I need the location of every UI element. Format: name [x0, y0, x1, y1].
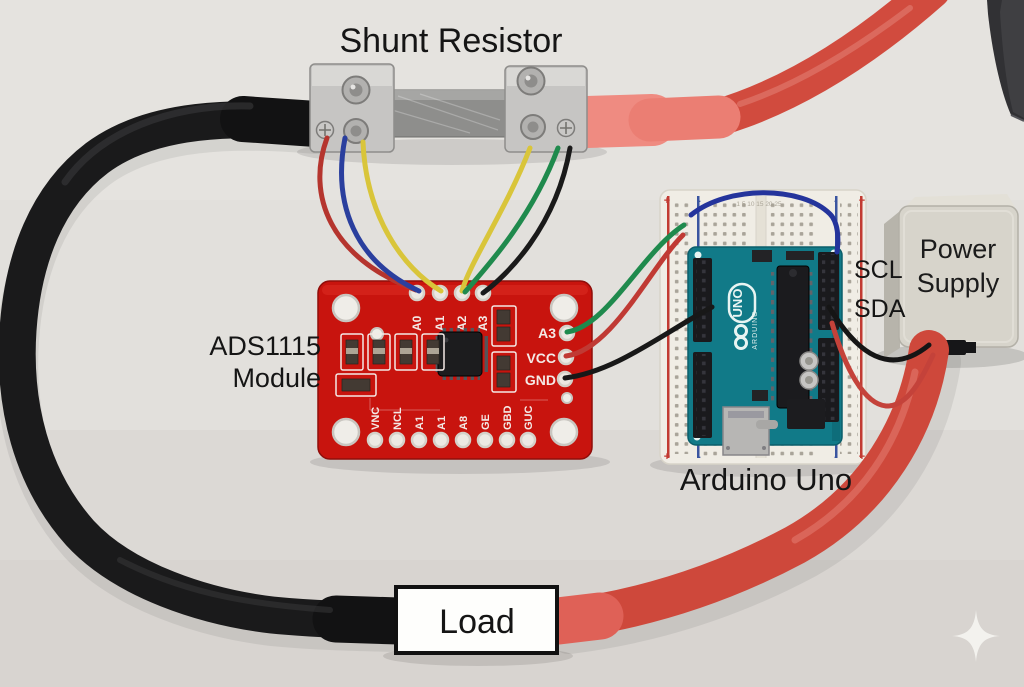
sense-wire-black: [480, 145, 573, 296]
pin-label-a2: A2: [455, 315, 469, 331]
bpin-5: GE: [480, 414, 492, 430]
bpin-1: NCL: [392, 407, 404, 430]
pin-label-a3: A3: [476, 315, 490, 331]
rail-plus: +: [664, 451, 670, 463]
wire-green-ads-to-rail: [564, 222, 687, 335]
pin-label-vcc: VCC: [526, 350, 556, 366]
shunt-resistor-label: Shunt Resistor: [340, 22, 563, 60]
top-pin-holes: [408, 284, 492, 302]
power-supply-label-line2: Supply: [917, 268, 1000, 298]
arduino-board: UNO ARDUINO: [687, 246, 843, 456]
ads1115-label-line1: ADS1115: [209, 331, 321, 361]
shunt-left-terminal: [309, 63, 395, 153]
sense-wires: [317, 135, 573, 296]
ads1115-ic-chip: [432, 328, 488, 380]
rail-minus: -: [697, 195, 701, 207]
arduino-uno-label: Arduino Uno: [680, 462, 852, 497]
capacitors: [799, 351, 819, 390]
sense-wire-yellow-left: [360, 139, 444, 294]
rail-minus: -: [697, 451, 701, 463]
bpin-0: VNC: [370, 407, 382, 430]
pin-label-a1: A1: [433, 315, 447, 331]
bpin-2: A1: [414, 416, 426, 430]
sparkle-icon: [952, 610, 1000, 662]
rail-line-red-left: [667, 196, 670, 458]
dark-object-corner: [987, 0, 1024, 122]
power-supply-box: Power Supply: [884, 194, 1019, 358]
pin-label-side-0: A3: [538, 325, 556, 341]
load-label: Load: [439, 603, 515, 641]
hookup-wires: [562, 190, 936, 409]
sense-wire-yellow-right: [459, 145, 533, 294]
pin-label-gnd: GND: [525, 372, 556, 388]
bpin-6: GBD: [502, 406, 514, 431]
load-label-box: Load: [394, 585, 559, 655]
smd-components: [335, 305, 517, 397]
arduino-brand-text: ARDUINO: [752, 310, 759, 349]
red-supply-cable-top: [561, 0, 948, 148]
rail-minus: -: [834, 195, 838, 207]
wire-red-vcc-to-rail: [563, 232, 686, 359]
power-supply-label-line1: Power: [920, 234, 997, 264]
bpin-7: GUC: [523, 406, 535, 431]
rail-plus: +: [859, 195, 865, 207]
shunt-right-terminal: [504, 65, 588, 153]
wire-black-gnd-to-arduino: [562, 304, 715, 381]
usb-connector: [722, 406, 770, 456]
rail-line-red-right: [860, 196, 863, 458]
wire-black-scl: [826, 304, 932, 363]
crystal: [756, 420, 778, 429]
sense-wire-red: [317, 135, 419, 293]
rail-plus: +: [664, 195, 670, 207]
arduino-uno-logo-text: UNO: [730, 289, 745, 318]
wire-red-sda: [829, 320, 936, 409]
ads1115-module-board: A0 A1 A2 A3 A3 VCC GND VNC: [317, 280, 593, 460]
small-ics: [752, 250, 814, 401]
sda-label: SDA: [854, 295, 906, 323]
shunt-resistor: [309, 63, 588, 153]
wire-blue-jumper: [688, 190, 841, 255]
pin-headers: [693, 252, 839, 438]
black-load-cable: [0, 96, 423, 645]
sense-wire-blue: [339, 135, 422, 294]
rail-minus: -: [834, 451, 838, 463]
pin-label-a0: A0: [410, 315, 424, 331]
arduino-logos: UNO ARDUINO: [727, 282, 759, 350]
scl-label: SCL: [854, 256, 903, 284]
rail-plus: +: [859, 451, 865, 463]
bpin-4: A8: [458, 416, 470, 430]
breadboard-numbers: 1 5 10 15 20 25: [736, 201, 782, 208]
arduino-infinity-icon: [734, 324, 748, 350]
power-jack: [787, 399, 825, 429]
ads1115-label-line2: Module: [232, 363, 321, 393]
bottom-pin-holes: [366, 431, 537, 449]
bpin-3: A1: [436, 416, 448, 430]
sense-wire-green: [462, 145, 561, 295]
